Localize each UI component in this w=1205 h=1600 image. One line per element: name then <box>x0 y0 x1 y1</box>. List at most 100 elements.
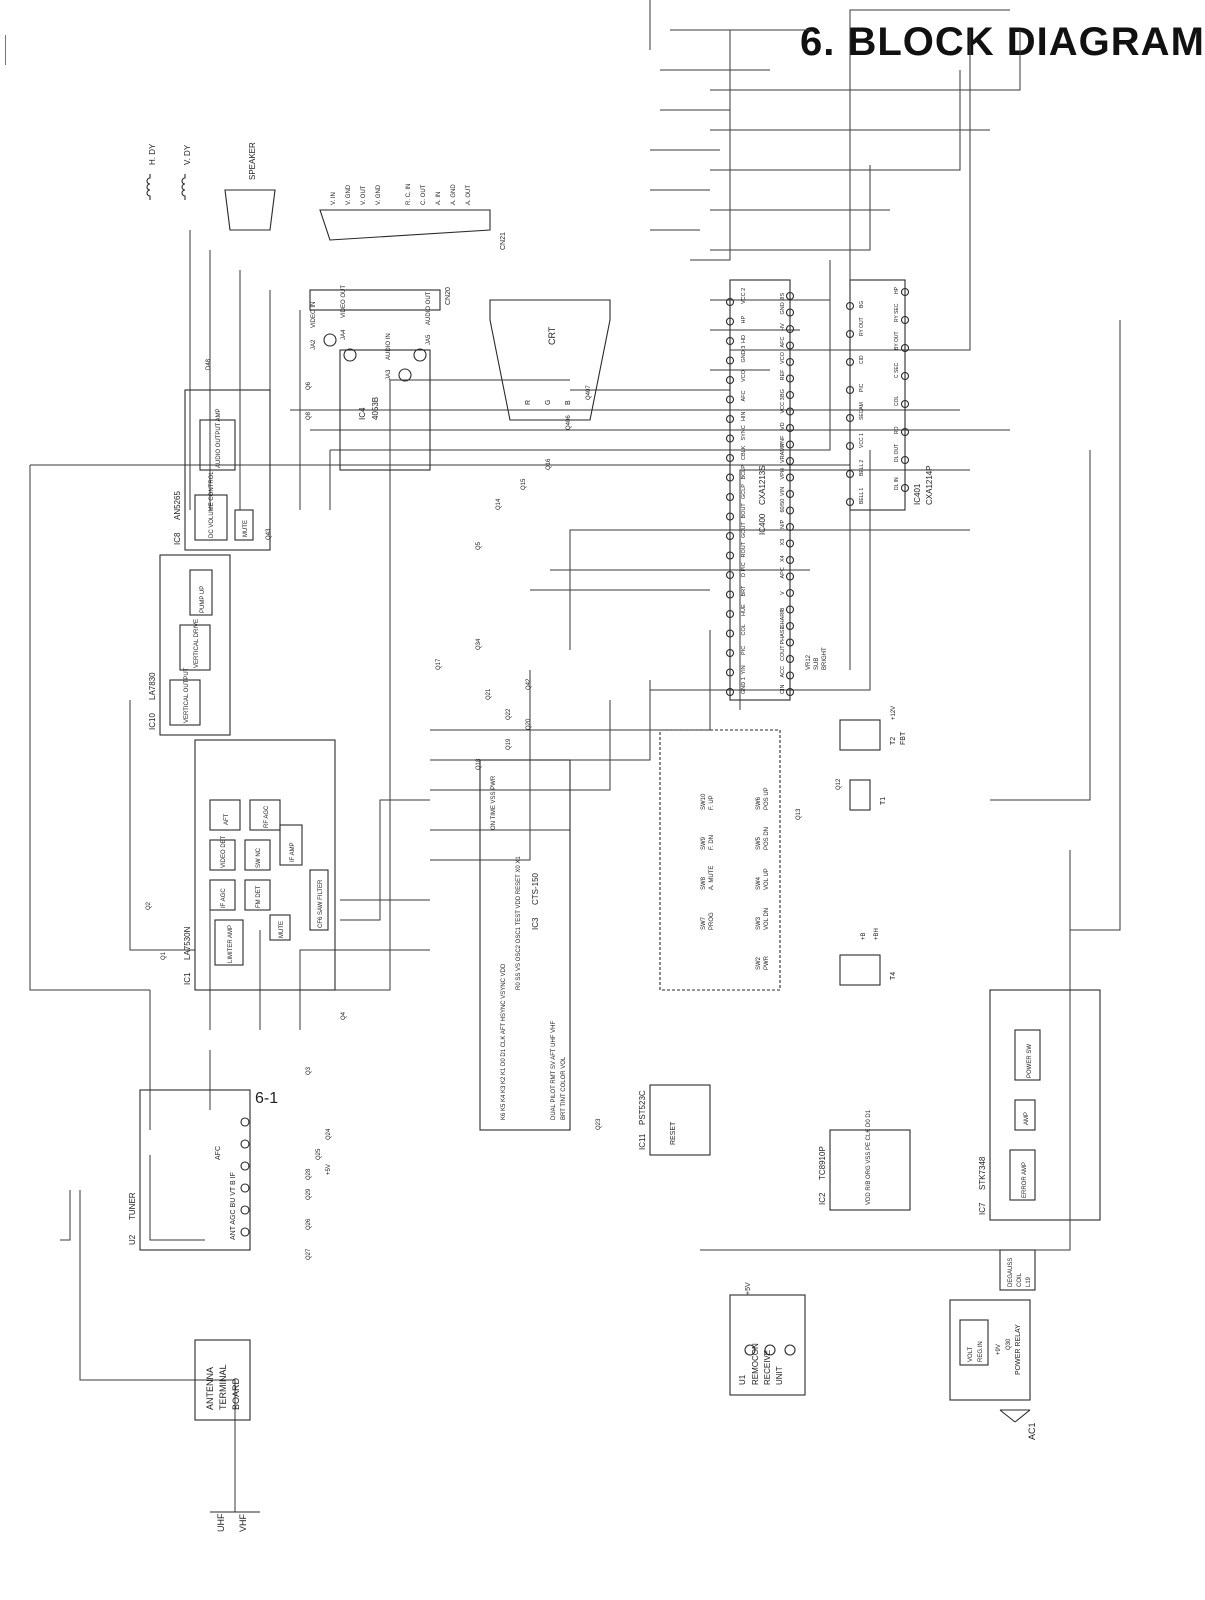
ic3-name: CTS-150 <box>531 872 540 905</box>
supply-b-label: +B <box>861 932 867 940</box>
ic401-pin <box>900 455 910 465</box>
scart-pin-agnd: A. GND <box>451 184 457 205</box>
ic400-pin-label: V <box>780 591 786 595</box>
antenna-board-line1: ANTENNA <box>205 1367 215 1410</box>
ic10-block: IC10 LA7830 VERTICAL OUTPUT VERTICAL DRI… <box>148 554 231 736</box>
degauss-line2: COIL <box>1017 1272 1023 1287</box>
ic400-pin-labels-right: CINACCCOUTPHASESHARPUVAPCX4X3N/P60/50VIN… <box>780 291 795 697</box>
remote-name-line1: REMOCON <box>751 1343 760 1385</box>
ja2-desc: VIDEO IN <box>311 302 317 328</box>
ic401-pin-label: BG <box>859 301 865 308</box>
tuner-ref: U2 <box>128 1234 137 1245</box>
ic400-pin-label: GND 2 <box>780 298 786 315</box>
ic400-pin <box>725 512 735 521</box>
ic400-pin-label: CIN <box>780 685 786 695</box>
ic400-pin <box>725 434 735 443</box>
ic400-pin-label: N/P <box>780 520 786 530</box>
ic400-pin <box>725 492 735 502</box>
cn20-connector: CN20 <box>309 287 452 311</box>
ic10-ref: IC10 <box>148 713 157 730</box>
ic3-row1: K6 K5 K4 K3 K2 K1 D0 D1 CLK AFT HSYNC VS… <box>501 963 507 1120</box>
transistor-label: Q19 <box>506 738 512 750</box>
ic400-pin-label: HUE <box>741 604 747 616</box>
ic1-sw-nc: SW NC <box>256 847 262 868</box>
ic400-pin <box>785 621 795 631</box>
ic400-pin <box>725 668 735 677</box>
transistor-label: Q12 <box>836 778 842 790</box>
ic400-pin <box>725 356 735 365</box>
supply-9v-label: +9V <box>996 1344 1002 1355</box>
tuner-block: U2 TUNER ANT AGC BU VT B IF AFC <box>128 1089 251 1251</box>
ic1-aft: AFT <box>224 813 230 825</box>
ic2-ref: IC2 <box>818 1192 827 1205</box>
ic400-pin <box>725 687 735 697</box>
ic401-pin-label: RO <box>894 426 900 434</box>
hdy-label: H. DY <box>148 143 157 165</box>
antenna-board-line3: BOARD <box>231 1377 241 1410</box>
vdy-label: V. DY <box>183 144 192 165</box>
ic400-pin-label: X4 <box>780 555 786 562</box>
ic400-pin <box>785 440 795 449</box>
ic400-pin <box>785 572 795 581</box>
ic400-pin <box>725 609 735 619</box>
speaker-label: SPEAKER <box>248 142 257 180</box>
ja3-desc: AUDIO IN <box>386 333 392 360</box>
sw5-func: POS DN <box>764 827 770 850</box>
ic401-pin <box>845 385 855 395</box>
remote-supply: +5V <box>745 1282 752 1295</box>
vr12-desc1: SUB <box>814 658 820 670</box>
ja4-ref: JA4 <box>341 329 347 340</box>
ic11-reset: RESET <box>670 1121 677 1145</box>
scart-pin-vin: V. IN <box>331 192 337 205</box>
ic400-pin <box>785 671 795 680</box>
ic11-name: PST523C <box>638 1090 647 1125</box>
scart-pin-rcin: R. C. IN <box>406 184 412 205</box>
power-transformers: T1 T2 FBT T4 +B +BH <box>839 719 907 986</box>
sw10-ref: SW10 <box>701 793 707 810</box>
antenna-terminal-board: ANTENNA TERMINAL BOARD <box>194 1339 251 1421</box>
antenna-board-line2: TERMINAL <box>218 1364 228 1410</box>
ic400-pin-label: COUT <box>780 645 786 661</box>
ic400-pin-label: VCC 3 <box>780 397 786 413</box>
scart-pin-vgnd1: V. GND <box>346 184 352 205</box>
ic3-row2: R0 SS VS OSC2 OSC1 TEST VDD RESET X0 X1 <box>516 856 522 990</box>
ic400-pin <box>785 687 795 697</box>
ic401-pin-label: DL IN <box>894 477 900 490</box>
transistor-label: Q20 <box>526 718 532 730</box>
ic400-pin <box>785 374 795 383</box>
degauss-coil: DEGAUSS COIL L19 <box>999 1249 1036 1291</box>
degauss-line3: L19 <box>1026 1276 1032 1287</box>
vr12-desc2: BRIGHT <box>822 647 828 670</box>
ja5-ref: JA5 <box>426 334 432 345</box>
ic400-pin-label: BG <box>780 389 786 397</box>
sw7-func: PROG <box>709 912 715 930</box>
vhf-label: VHF <box>238 1513 248 1532</box>
ic400-pin-label: GND 1 <box>741 677 747 694</box>
ic400-pin-label: HV <box>780 323 786 331</box>
ic1-name: LA7530N <box>183 926 192 960</box>
supply-bh-label: +BH <box>874 928 880 940</box>
ic1-video-det: VIDEO DET <box>221 835 227 868</box>
d48-label: D48 <box>206 358 212 370</box>
ic7-block: IC7 STK7348 ERROR AMP AMP POWER SW <box>978 989 1101 1221</box>
ic7-power-sw: POWER SW <box>1027 1044 1033 1078</box>
crt-label: CRT <box>547 326 557 345</box>
transistor-label: Q42 <box>526 678 532 690</box>
ic400-pin <box>725 395 735 404</box>
ic400-pin <box>785 654 795 664</box>
ic1-limiter: LIMITER AMP <box>228 925 234 963</box>
ic8-mute: MUTE <box>243 520 249 537</box>
ic400-name: CXA1213S <box>758 465 767 505</box>
ic400-pin-label: VPH <box>780 468 786 479</box>
transistor-label: Q26 <box>306 1218 312 1230</box>
sw4-func: VOL UP <box>764 868 770 890</box>
transistor-label: Q5 <box>476 541 482 550</box>
wiring <box>29 0 1121 1512</box>
ic401-pin <box>845 497 855 507</box>
ic400-pin <box>725 414 735 424</box>
ic401-pin-label: VCC 1 <box>859 433 865 448</box>
transistor-label: Q22 <box>506 708 512 720</box>
scart-pin-ain: A. IN <box>436 192 442 205</box>
ic400-pin-label: ACC <box>780 666 786 678</box>
remote-name-line3: UNIT <box>775 1366 784 1385</box>
